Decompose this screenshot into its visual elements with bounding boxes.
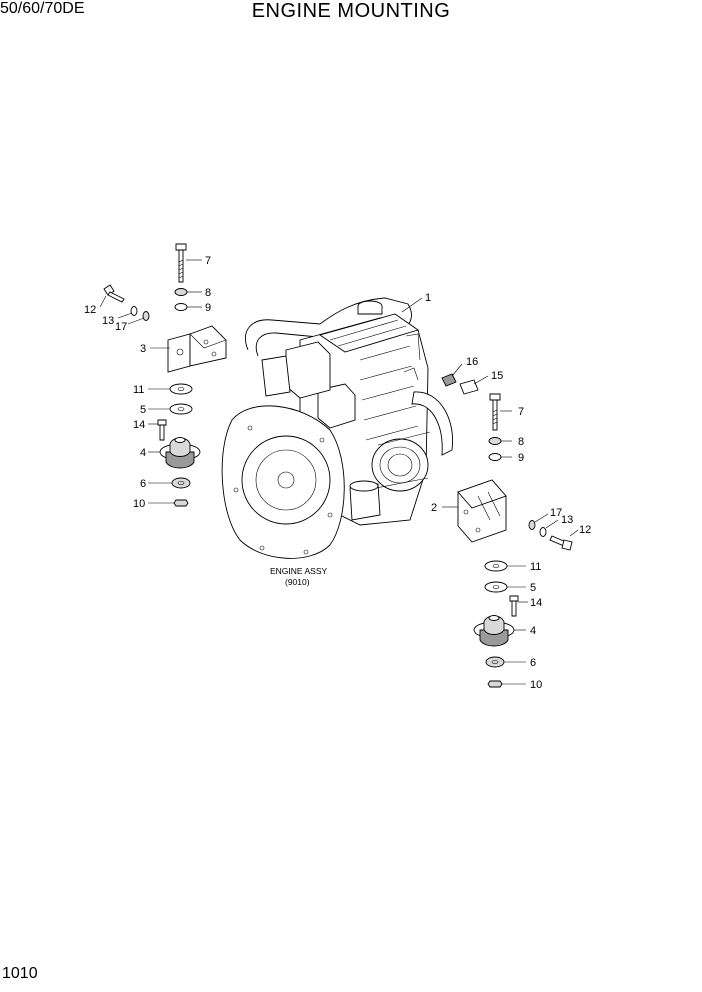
bolt-12-left xyxy=(103,284,125,303)
callout-10-left: 10 xyxy=(133,498,145,510)
callout-9-right: 9 xyxy=(518,452,524,464)
callout-13-left: 13 xyxy=(102,315,114,327)
washer-5-right xyxy=(484,581,508,593)
callout-3: 3 xyxy=(140,343,146,355)
callout-8-left: 8 xyxy=(205,287,211,299)
engine-assy-ref: (9010) xyxy=(285,577,310,587)
callout-5-right: 5 xyxy=(530,582,536,594)
page-title: ENGINE MOUNTING xyxy=(251,0,451,22)
washer-13-right xyxy=(539,527,547,537)
nut-10-right xyxy=(487,680,503,688)
washer-13-left xyxy=(130,306,138,316)
callout-4-left: 4 xyxy=(140,447,146,459)
callout-8-right: 8 xyxy=(518,436,524,448)
callout-12-left: 12 xyxy=(84,304,96,316)
nut-10-left xyxy=(173,499,189,507)
callout-7-left: 7 xyxy=(205,255,211,267)
callout-labels: 7 8 9 12 13 17 3 11 5 14 4 6 10 1 16 15 … xyxy=(84,255,591,691)
washer-8-right xyxy=(488,437,502,445)
washer-11-left xyxy=(169,383,193,395)
washer-9-right xyxy=(488,453,502,461)
rubber-mount-4-left xyxy=(159,437,201,469)
callout-7-right: 7 xyxy=(518,406,524,418)
callout-9-left: 9 xyxy=(205,302,211,314)
left-mount-group xyxy=(103,243,227,507)
washer-8-left xyxy=(174,288,188,296)
callout-15: 15 xyxy=(491,370,503,382)
bolt-14-left xyxy=(157,419,167,441)
callout-1: 1 xyxy=(425,292,431,304)
engine-assy-caption: ENGINE ASSY xyxy=(270,566,327,576)
hose-15 xyxy=(459,379,479,395)
leader-lines xyxy=(99,259,579,685)
callout-10-right: 10 xyxy=(530,679,542,691)
callout-11-right: 11 xyxy=(530,561,541,573)
clamp-16 xyxy=(441,373,457,387)
right-mount-group xyxy=(441,373,573,688)
callout-5-left: 5 xyxy=(140,404,146,416)
callout-17-right: 17 xyxy=(550,507,562,519)
page-number: 1010 xyxy=(2,965,38,982)
washer-6-left xyxy=(171,477,191,489)
washer-17-left xyxy=(142,311,150,321)
callout-2: 2 xyxy=(431,502,437,514)
callout-11-left: 11 xyxy=(133,384,144,396)
callout-17-left: 17 xyxy=(115,321,127,333)
washer-6-right xyxy=(485,656,505,668)
callout-13-right: 13 xyxy=(561,514,573,526)
washer-11-right xyxy=(484,560,508,572)
model-number: 50/60/70DE xyxy=(0,0,85,17)
callout-6-left: 6 xyxy=(140,478,146,490)
callout-14-right: 14 xyxy=(530,597,542,609)
bolt-12-right xyxy=(549,535,573,551)
bolt-7-left xyxy=(175,243,187,283)
callout-6-right: 6 xyxy=(530,657,536,669)
bolt-7-right xyxy=(489,393,501,431)
washer-9-left xyxy=(174,303,188,311)
callout-14-left: 14 xyxy=(133,419,145,431)
callout-12-right: 12 xyxy=(579,524,591,536)
bracket-3 xyxy=(167,325,227,373)
callout-16: 16 xyxy=(466,356,478,368)
bracket-2 xyxy=(457,479,507,543)
engine-assembly xyxy=(221,297,454,559)
callout-4-right: 4 xyxy=(530,625,536,637)
washer-5-left xyxy=(169,403,193,415)
washer-17-right xyxy=(528,520,536,530)
rubber-mount-4-right xyxy=(473,615,515,647)
bolt-14-right xyxy=(509,595,519,617)
